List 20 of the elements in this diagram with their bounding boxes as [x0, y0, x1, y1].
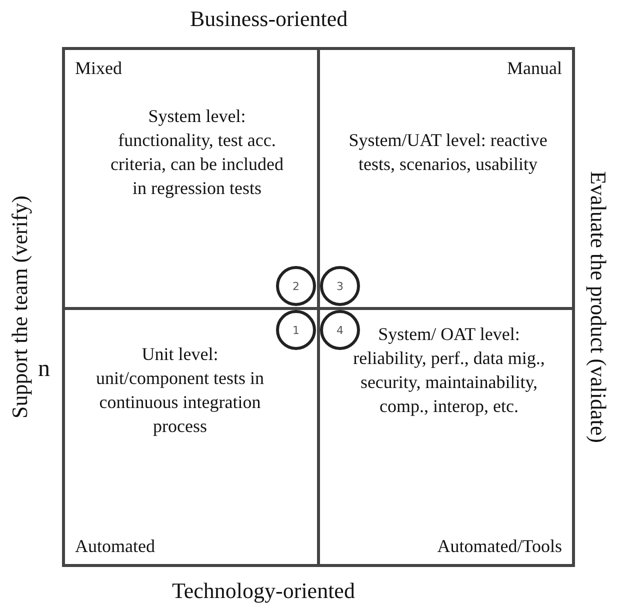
quadrant-label: Automated — [75, 535, 155, 558]
quadrant-label: Manual — [507, 57, 562, 80]
quadrant-description: System/UAT level: reactive tests, scenarios, usability — [348, 129, 548, 176]
quadrant-label: Automated/Tools — [437, 535, 562, 558]
axis-title: Business-oriented — [190, 6, 348, 32]
quadrant-box — [62, 47, 320, 310]
number-circle: 3 — [320, 266, 360, 306]
axis-title: Technology-oriented — [172, 578, 355, 604]
number-circle: 2 — [276, 266, 316, 306]
quadrant-label: Mixed — [75, 57, 122, 80]
quadrant-description: System level: functionality, test acc. criteria, can be included in regression tests — [110, 105, 284, 200]
quadrant-box — [62, 307, 320, 567]
number-circle: 1 — [276, 310, 316, 350]
number-circle: 4 — [320, 310, 360, 350]
quadrant-description: Unit level: unit/component tests in continuous integration process — [95, 343, 265, 438]
quadrant-box — [317, 47, 575, 310]
text-fragment: n — [38, 356, 50, 383]
axis-title: Evaluate the product (validate) — [585, 171, 611, 443]
axis-title: Support the team (verify) — [7, 196, 33, 418]
quadrant-box — [317, 307, 575, 567]
